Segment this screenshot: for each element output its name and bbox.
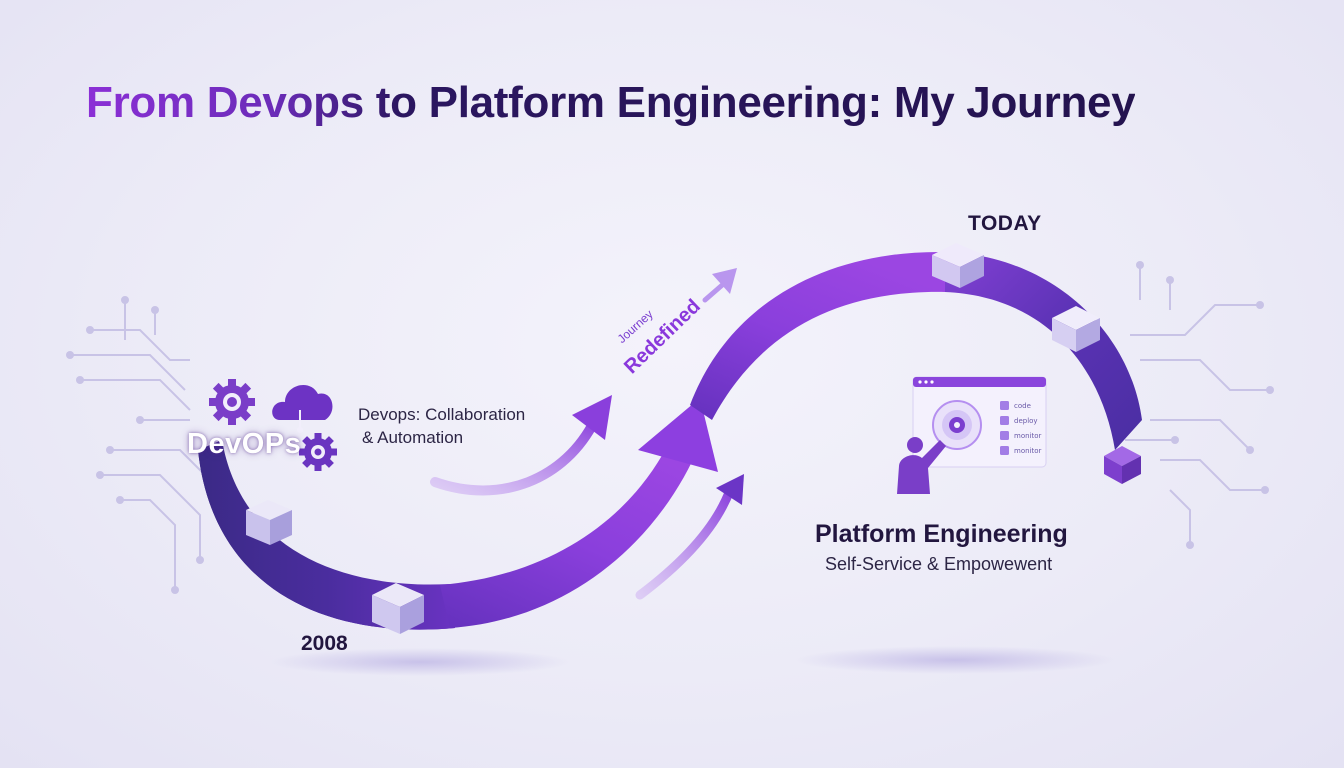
cloud-icon [272,385,333,433]
panel-item-monitor: monitor [1014,432,1042,440]
arrowhead-main [638,398,718,472]
dashboard-panel [912,376,1047,468]
platform-subtitle: Self-Service & Empowewent [825,554,1053,574]
person-icon [897,437,946,494]
arrow-lower-stroke [635,485,735,600]
cube-5 [1104,446,1141,484]
gear-icon-secondary [299,433,337,471]
floor-shadow-right [795,646,1115,674]
arrow-redefined-head [712,268,737,294]
devops-caption-line2: & Automation [362,428,464,447]
arrow-devops-head [572,395,612,440]
ribbon-upper-arc [690,251,945,420]
arrow-devops-stroke [430,415,600,496]
timeline-end-label: TODAY [968,212,1042,235]
floor-shadow-left [270,648,570,676]
circuit-lines-left [70,300,206,590]
cube-1 [246,500,292,545]
devops-logo-text: DevOPs [187,428,302,460]
gear-icon [209,379,255,425]
timeline-start-label: 2008 [301,632,348,655]
panel-item-code: code [1014,402,1031,410]
panel-item-deploy: deploy [1014,417,1038,425]
arrow-lower-head [716,474,744,505]
cube-4 [1052,306,1100,352]
panel-item-monitor-2: monitor [1014,447,1042,455]
circuit-lines-right [1125,265,1270,545]
ribbon-rising [440,430,700,628]
circuit-nodes-right [1136,261,1274,549]
cube-2 [372,583,424,634]
platform-title: Platform Engineering [815,520,1068,548]
cube-3 [932,243,984,288]
circuit-nodes-left [66,296,204,594]
page-title: From Devops to Platform Engineering: My … [86,78,1136,127]
devops-caption-line1: Devops: Collaboration [358,405,526,424]
